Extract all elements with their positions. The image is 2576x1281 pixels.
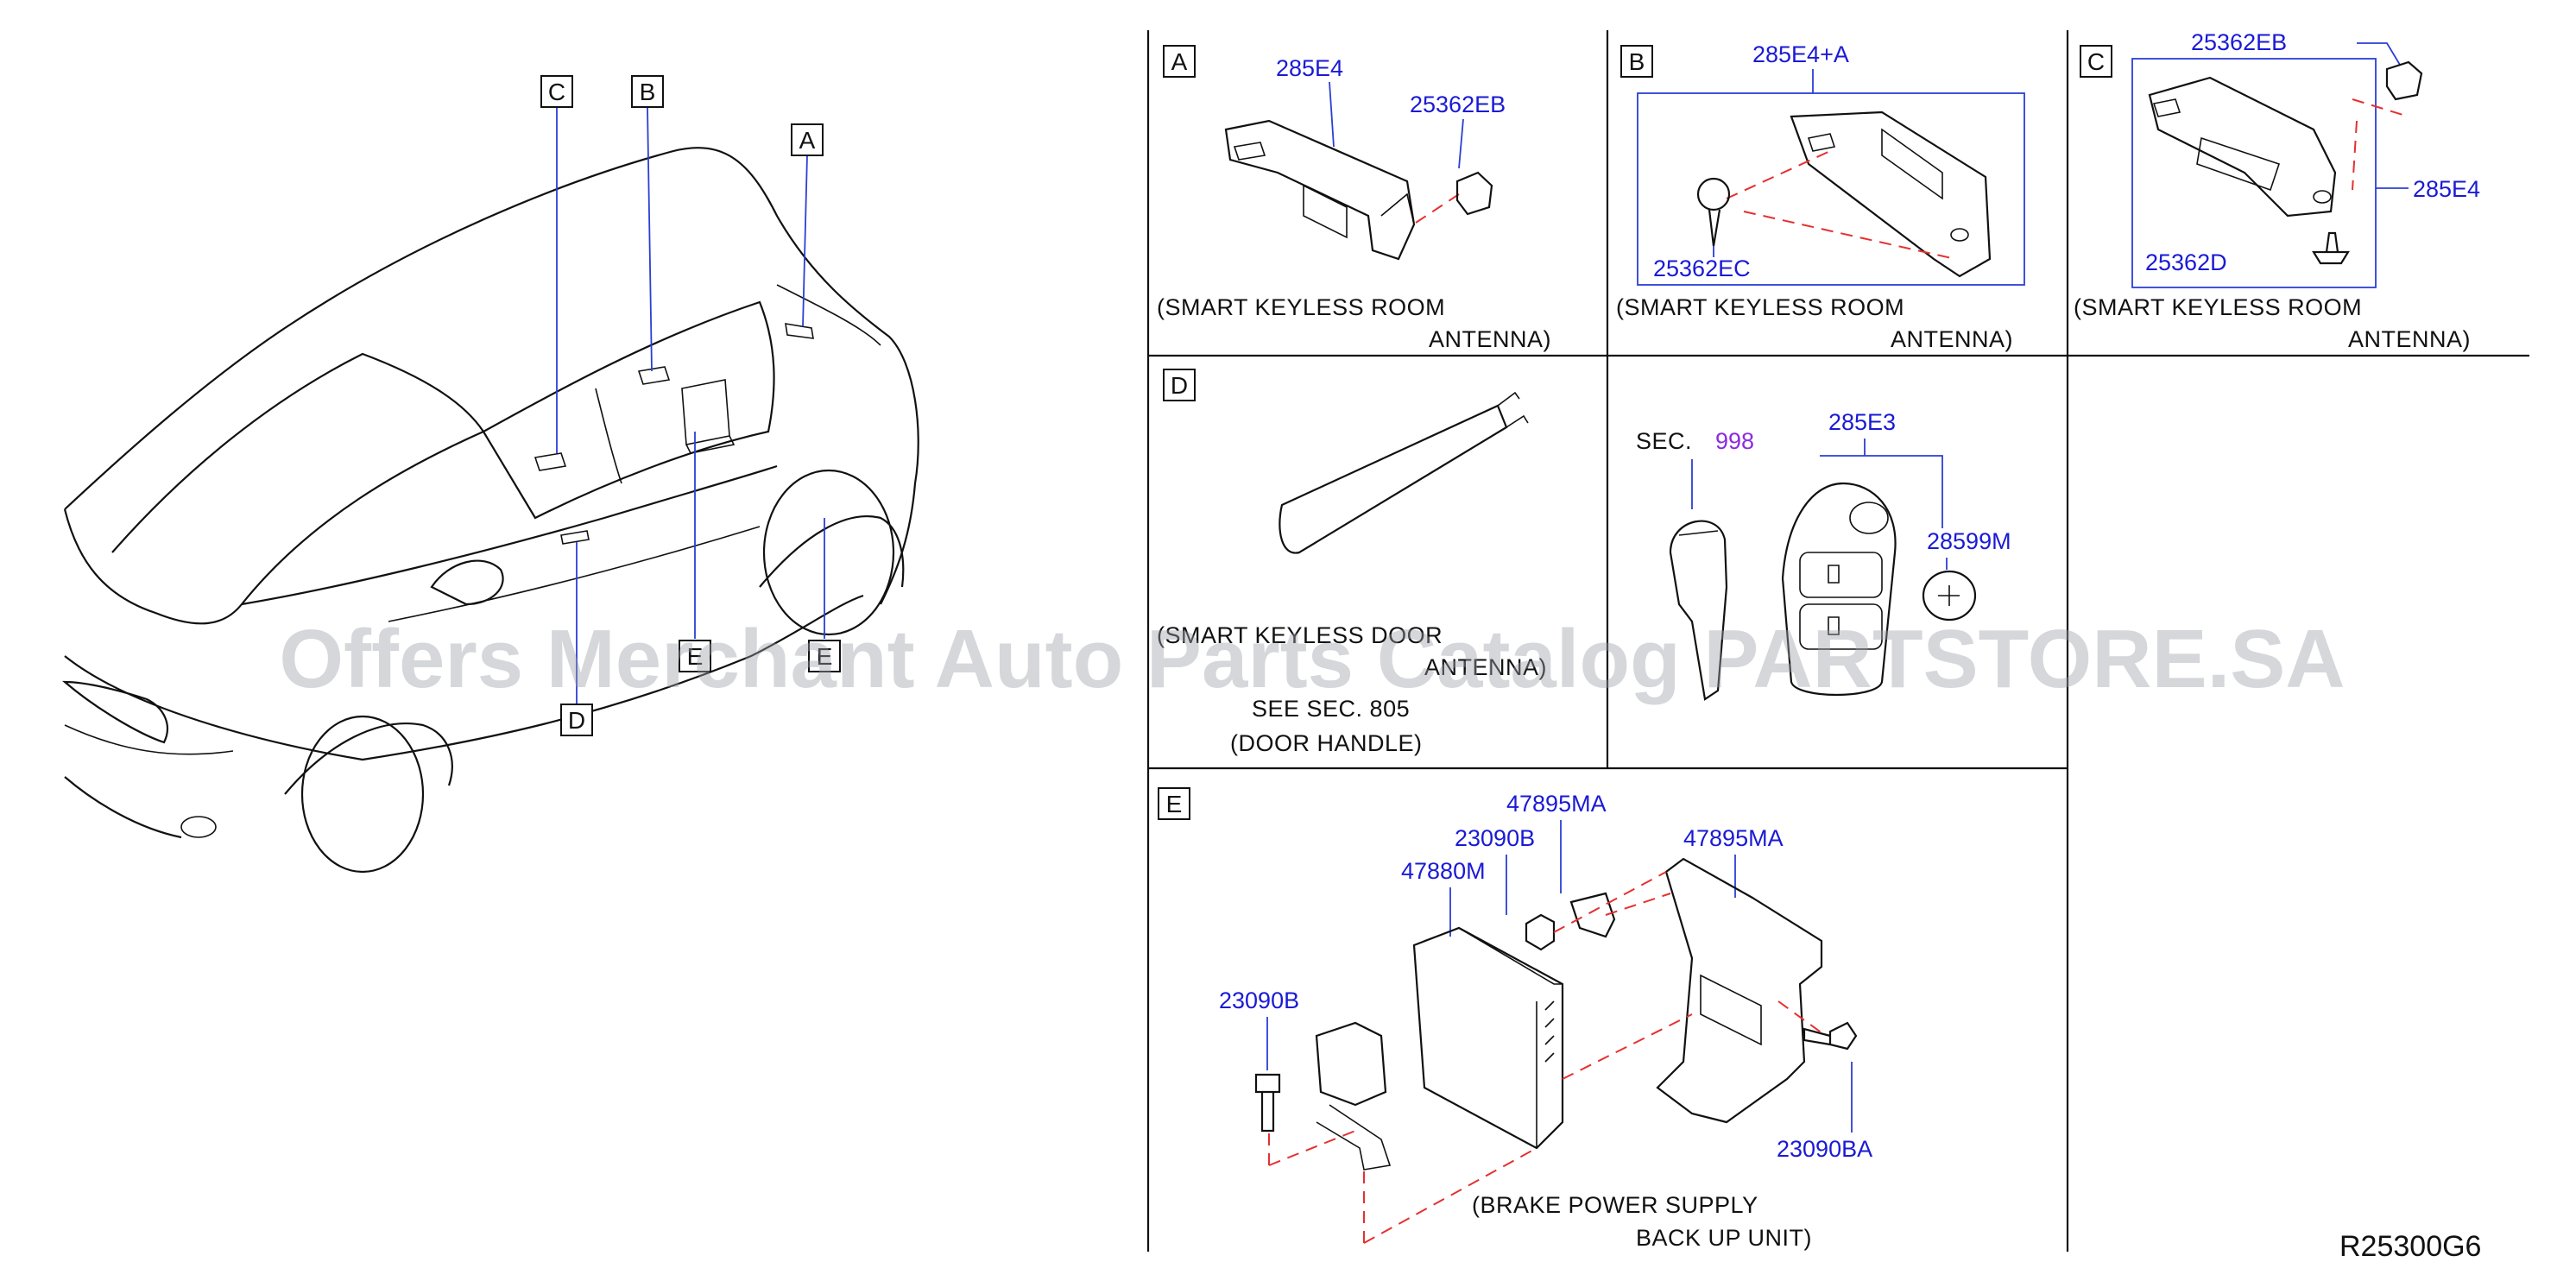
part-47895ma-1[interactable]: 47895MA xyxy=(1506,791,1607,817)
panel-b-letter: B xyxy=(1629,48,1645,75)
panel-d-caption-1: (SMART KEYLESS DOOR xyxy=(1157,622,1443,648)
callout-c[interactable]: C xyxy=(540,75,573,108)
panel-grid xyxy=(1146,30,2529,1252)
callout-e-right[interactable]: E xyxy=(808,640,841,672)
panel-d-caption-2: ANTENNA) xyxy=(1424,654,1547,680)
panel-c-caption-2: ANTENNA) xyxy=(2348,326,2471,352)
callout-c-letter: C xyxy=(548,79,565,105)
panel-e-tag[interactable]: E xyxy=(1158,787,1190,820)
part-25362ec-b[interactable]: 25362EC xyxy=(1653,256,1751,281)
part-23090b-1[interactable]: 23090B xyxy=(1455,825,1535,851)
panel-key: SEC. 998 285E3 28599M xyxy=(1636,409,2011,701)
part-25362d-c[interactable]: 25362D xyxy=(2145,249,2227,275)
panel-a-letter: A xyxy=(1171,48,1188,75)
panel-e-letter: E xyxy=(1166,791,1183,817)
callout-e-left[interactable]: E xyxy=(679,640,711,672)
part-25362eb-a[interactable]: 25362EB xyxy=(1410,92,1506,117)
panel-a-tag[interactable]: A xyxy=(1163,45,1196,78)
key-sec-label: SEC. xyxy=(1636,428,1692,454)
panel-c-caption-1: (SMART KEYLESS ROOM xyxy=(2074,294,2362,320)
callout-e-right-letter: E xyxy=(817,643,833,670)
part-285e4-c[interactable]: 285E4 xyxy=(2413,176,2480,202)
part-285e4a-b[interactable]: 285E4+A xyxy=(1752,41,1849,67)
panel-b-caption-1: (SMART KEYLESS ROOM xyxy=(1616,294,1904,320)
panel-c-letter: C xyxy=(2087,48,2105,75)
callout-e-left-letter: E xyxy=(687,643,704,670)
panel-a-caption-1: (SMART KEYLESS ROOM xyxy=(1157,294,1445,320)
panel-d-letter: D xyxy=(1171,372,1188,399)
panel-d: D (SMART KEYLESS DOOR ANTENNA) SEE SEC. … xyxy=(1157,369,1547,756)
panel-c: C 25362EB 285E4 25362D (SMART KEYLESS RO… xyxy=(2074,29,2480,352)
callout-d-letter: D xyxy=(568,707,585,734)
panel-d-see-section[interactable]: SEE SEC. 805 xyxy=(1252,696,1410,722)
part-285e3[interactable]: 285E3 xyxy=(1828,409,1896,435)
panel-e-caption-1: (BRAKE POWER SUPPLY xyxy=(1472,1192,1758,1218)
diagram-code: R25300G6 xyxy=(2339,1230,2481,1263)
part-285e4-a[interactable]: 285E4 xyxy=(1276,55,1343,81)
callout-b-letter: B xyxy=(640,79,656,105)
panel-a: A 285E4 25362EB (SMART KEYLESS ROOM ANTE… xyxy=(1157,45,1551,352)
panel-e-caption-2: BACK UP UNIT) xyxy=(1636,1225,1812,1251)
panel-e: E 47895MA 23090B 47895MA 47880M 23090B 2… xyxy=(1158,787,1872,1251)
panel-a-caption-2: ANTENNA) xyxy=(1429,326,1551,352)
car-illustration: C B A E E D xyxy=(62,75,919,874)
callout-a[interactable]: A xyxy=(791,123,824,156)
part-47880m[interactable]: 47880M xyxy=(1401,858,1486,884)
panel-c-tag[interactable]: C xyxy=(2080,45,2112,78)
panel-b-tag[interactable]: B xyxy=(1620,45,1653,78)
callout-b[interactable]: B xyxy=(631,75,664,108)
panel-d-tag[interactable]: D xyxy=(1163,369,1196,401)
part-47895ma-2[interactable]: 47895MA xyxy=(1683,825,1784,851)
part-28599m[interactable]: 28599M xyxy=(1927,528,2011,554)
key-sec-number[interactable]: 998 xyxy=(1715,428,1754,454)
panel-b-caption-2: ANTENNA) xyxy=(1891,326,2013,352)
part-23090ba[interactable]: 23090BA xyxy=(1777,1136,1872,1162)
part-25362eb-c[interactable]: 25362EB xyxy=(2191,29,2287,55)
callout-a-letter: A xyxy=(799,127,816,154)
callout-d[interactable]: D xyxy=(560,704,593,736)
panel-b: B 285E4+A 25362EC (SMART KEYLESS ROOM AN… xyxy=(1616,41,2025,352)
watermark: Offers Merchant Auto Parts Catalog PARTS… xyxy=(279,613,2345,705)
part-23090b-2[interactable]: 23090B xyxy=(1219,988,1299,1013)
panel-d-door-handle-note: (DOOR HANDLE) xyxy=(1230,730,1423,756)
